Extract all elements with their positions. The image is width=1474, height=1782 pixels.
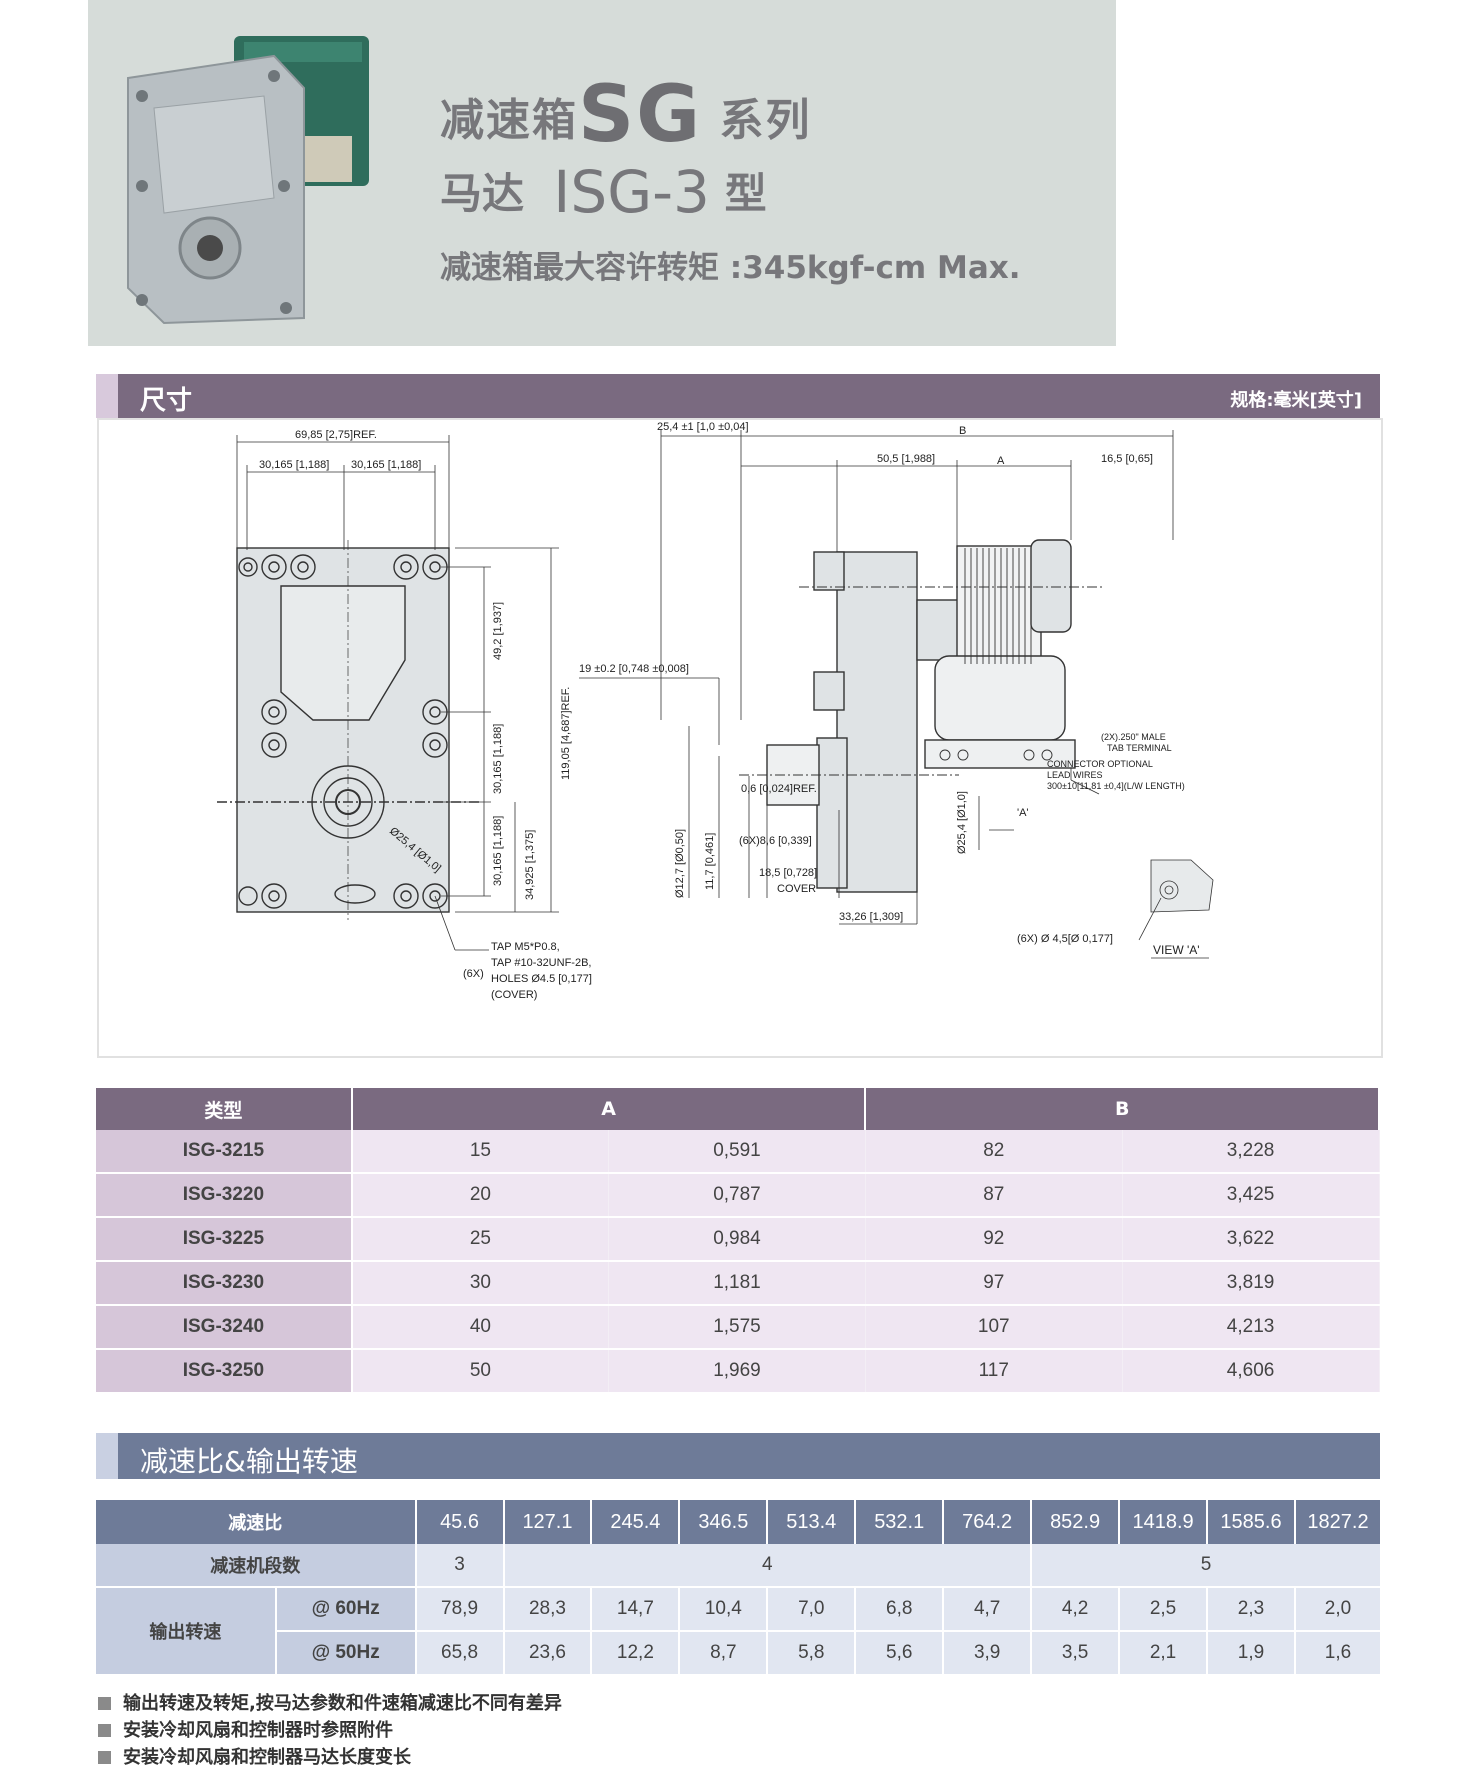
hole-note: (6X) Ø 4,5[Ø 0,177] bbox=[1017, 933, 1113, 945]
front-view bbox=[217, 540, 479, 920]
ratio-row: 减速比 45.6 127.1 245.4 346.5 513.4 532.1 7… bbox=[96, 1500, 1383, 1544]
dimensions-section-bar: 尺寸 规格:毫米[英寸] bbox=[96, 374, 1380, 418]
tap-line2: TAP #10-32UNF-2B, bbox=[491, 957, 591, 969]
header-B: B bbox=[865, 1088, 1380, 1130]
dim-s-127: Ø12,7 [Ø0,50] bbox=[674, 829, 686, 898]
side-dims bbox=[579, 430, 1214, 959]
side-view bbox=[766, 539, 1076, 893]
table-row: ISG-3250 50 1,969 117 4,606 bbox=[96, 1349, 1380, 1394]
dim-w-half2: 30,165 [1,188] bbox=[351, 459, 421, 471]
size-table: 类型 A B ISG-3215 15 0,591 82 3,228 ISG-32… bbox=[96, 1088, 1380, 1394]
dim-s-117: 11,7 [0,461] bbox=[704, 833, 716, 890]
table-row: ISG-3215 15 0,591 82 3,228 bbox=[96, 1130, 1380, 1174]
dim-s-19: 19 ±0.2 [0,748 ±0,008] bbox=[579, 663, 689, 675]
dim-h-49: 49,2 [1,937] bbox=[492, 602, 504, 660]
section-title: 尺寸 bbox=[140, 386, 193, 416]
notes-list: 输出转速及转矩,按马达参数和件速箱减速比不同有差异 安装冷却风扇和控制器时参照附… bbox=[98, 1690, 562, 1771]
section-title: 减速比&输出转速 bbox=[140, 1445, 358, 1478]
bullet-square-icon bbox=[98, 1697, 111, 1710]
table-row: ISG-3230 30 1,181 97 3,819 bbox=[96, 1261, 1380, 1306]
table-row: ISG-3240 40 1,575 107 4,213 bbox=[96, 1305, 1380, 1350]
gear-motor-photo bbox=[127, 36, 369, 325]
dim-h-total: 119,05 [4,687]REF. bbox=[560, 687, 572, 780]
dim-h-34: 34,925 [1,375] bbox=[524, 830, 536, 900]
stages-row: 减速机段数 3 4 5 bbox=[96, 1544, 1382, 1588]
bullet-square-icon bbox=[98, 1724, 111, 1737]
dim-s-06: 0,6 [0,024]REF. bbox=[741, 783, 817, 795]
speed-section-bar: 减速比&输出转速 bbox=[96, 1433, 1380, 1479]
dim-s-B: B bbox=[959, 425, 966, 437]
tap-line1: TAP M5*P0.8, bbox=[491, 941, 560, 953]
unit-note: 规格:毫米[英寸] bbox=[1230, 390, 1362, 411]
front-dims bbox=[236, 435, 559, 951]
tap-line4: (COVER) bbox=[491, 989, 537, 1001]
dim-w-total: 69,85 [2,75]REF. bbox=[295, 429, 377, 441]
lead-wires: LEAD WIRES bbox=[1047, 770, 1103, 780]
hero-banner: 减速箱SG 系列 马达 ISG-3 型 减速箱最大容许转矩 :345kgf-cm… bbox=[88, 0, 1116, 346]
dim-s-16: 16,5 [0,65] bbox=[1101, 453, 1153, 465]
dim-s-50: 50,5 [1,988] bbox=[877, 453, 935, 465]
list-item: 安装冷却风扇和控制器马达长度变长 bbox=[98, 1744, 562, 1771]
dim-s-25: 25,4 ±1 [1,0 ±0,04] bbox=[657, 421, 749, 433]
dim-s-cover: COVER bbox=[777, 883, 816, 895]
torque-spec: 减速箱最大容许转矩 :345kgf-cm Max. bbox=[440, 250, 1021, 286]
dimension-drawing: 69,85 [2,75]REF. 30,165 [1,188] 30,165 [… bbox=[217, 421, 1214, 1001]
tap-qty: (6X) bbox=[463, 968, 484, 980]
tab-terminal-1: (2X).250" MALE bbox=[1101, 732, 1166, 742]
dim-s-3326: 33,26 [1,309] bbox=[839, 911, 903, 923]
dim-s-6x: (6X)8,6 [0,339] bbox=[739, 835, 812, 847]
header-A: A bbox=[351, 1088, 867, 1130]
dim-s-A: A bbox=[997, 455, 1005, 467]
series-title: 减速箱SG 系列 bbox=[440, 70, 812, 160]
bullet-square-icon bbox=[98, 1751, 111, 1764]
lead-length: 300±10[11,81 ±0,4](L/W LENGTH) bbox=[1047, 781, 1185, 791]
tab-terminal-2: TAB TERMINAL bbox=[1107, 743, 1172, 753]
dim-s-254: Ø25,4 [Ø1,0] bbox=[956, 791, 968, 854]
tap-line3: HOLES Ø4.5 [0,177] bbox=[491, 973, 592, 985]
connector-note: CONNECTOR OPTIONAL bbox=[1047, 759, 1153, 769]
list-item: 输出转速及转矩,按马达参数和件速箱减速比不同有差异 bbox=[98, 1690, 562, 1717]
table-row: ISG-3225 25 0,984 92 3,622 bbox=[96, 1217, 1380, 1262]
view-a-label: VIEW 'A' bbox=[1153, 943, 1200, 957]
dimension-drawing-frame: 69,85 [2,75]REF. 30,165 [1,188] 30,165 [… bbox=[97, 418, 1383, 1058]
dim-h-30a: 30,165 [1,188] bbox=[492, 724, 504, 794]
dim-s-185: 18,5 [0,728] bbox=[759, 867, 817, 879]
speed-60hz-row: 输出转速 @ 60Hz 78,9 28,3 14,7 10,4 7,0 6,8 … bbox=[96, 1587, 1383, 1676]
dim-w-half1: 30,165 [1,188] bbox=[259, 459, 329, 471]
header-type: 类型 bbox=[96, 1088, 353, 1130]
speed-table: 减速比 45.6 127.1 245.4 346.5 513.4 532.1 7… bbox=[96, 1500, 1383, 1676]
speed-50hz-row: @ 50Hz 65,8 23,6 12,2 8,7 5,8 5,6 3,9 3,… bbox=[96, 1631, 1383, 1676]
dim-h-30b: 30,165 [1,188] bbox=[492, 816, 504, 886]
view-a-marker: 'A' bbox=[1017, 807, 1029, 819]
side-coil-lines bbox=[739, 548, 1103, 776]
list-item: 安装冷却风扇和控制器时参照附件 bbox=[98, 1717, 562, 1744]
table-row: ISG-3220 20 0,787 87 3,425 bbox=[96, 1173, 1380, 1218]
motor-title: 马达 ISG-3 型 bbox=[440, 158, 767, 226]
